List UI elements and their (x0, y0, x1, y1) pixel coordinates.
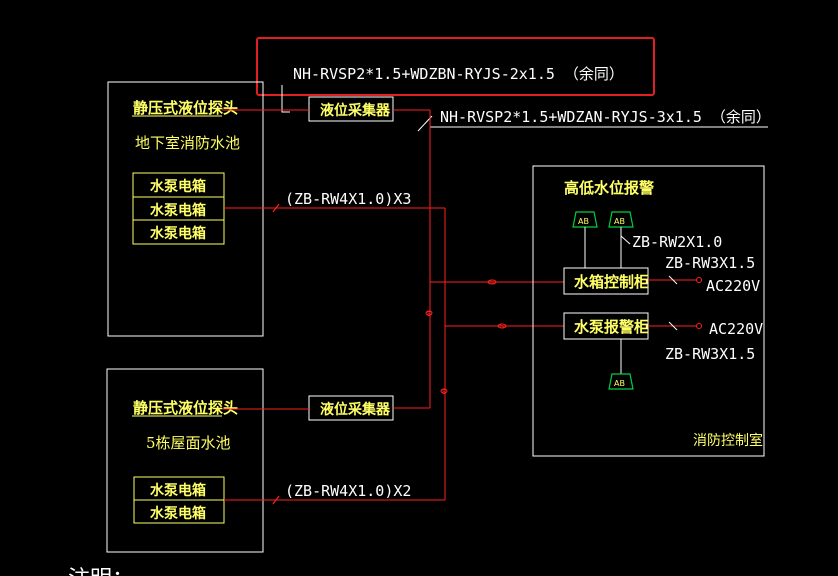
alarm-title: 高低水位报警 (564, 179, 654, 197)
roof-pump-2: 水泵电箱 (150, 505, 206, 522)
svg-text:AB: AB (614, 379, 625, 388)
collector-top-label: 液位采集器 (320, 102, 391, 119)
basement-pool-box (107, 81, 264, 337)
cable-label-main: NH-RVSP2*1.5+WDZAN-RYJS-3x1.5 （余同） (440, 108, 771, 126)
basement-pump-3: 水泵电箱 (150, 225, 206, 242)
alarm-icon-pump: AB (608, 373, 634, 390)
wire-dot-ring-2 (440, 388, 448, 394)
cable-label-pump-top: (ZB-RW4X1.0)X3 (285, 190, 411, 208)
tick-basement-pumps (272, 203, 280, 213)
wire-dot-4: S (500, 323, 504, 330)
leader-tank-power (668, 275, 678, 285)
leader-highlighted (281, 85, 290, 113)
tank-cabinet-label: 水箱控制柜 (574, 273, 649, 291)
roof-pool-name: 5栋屋面水池 (146, 434, 231, 452)
cable-label-ctrl-ac-top: AC220V (706, 277, 760, 295)
wire-dot-ring-3 (487, 279, 497, 285)
cable-label-ctrl-power-bottom: ZB-RW3X1.5 (665, 345, 755, 363)
cable-label-highlighted: NH-RVSP2*1.5+WDZBN-RYJS-2x1.5 （余同） (293, 65, 624, 83)
roof-probe-label: 静压式液位探头 (133, 399, 238, 417)
alarm-icon-high: AB (572, 211, 598, 228)
basement-pump-2: 水泵电箱 (150, 202, 206, 219)
cable-label-pump-bottom: (ZB-RW4X1.0)X2 (285, 482, 411, 500)
leader-small-cable (620, 235, 631, 245)
cable-label-ctrl-small: ZB-RW2X1.0 (632, 233, 722, 251)
control-room-box (532, 165, 765, 457)
terminal-tank-power (696, 277, 702, 283)
basement-pump-1: 水泵电箱 (150, 178, 206, 195)
tick-roof-pumps (272, 495, 280, 505)
notes-heading: 注明： (68, 567, 134, 576)
cable-label-ctrl-power-top: ZB-RW3X1.5 (665, 254, 755, 272)
roof-pool-box (106, 368, 264, 553)
leader-pump-power (668, 321, 678, 331)
wire-dot-ring-1 (425, 310, 433, 316)
collector-top-box (308, 96, 394, 122)
roof-pump-1: 水泵电箱 (150, 482, 206, 499)
svg-text:AB: AB (578, 217, 589, 226)
tank-cabinet-box (563, 267, 649, 295)
alarm-icon-low: AB (608, 211, 634, 228)
basement-pool-name: 地下室消防水池 (135, 134, 240, 152)
cable-label-ctrl-ac-bottom: AC220V (709, 320, 763, 338)
highlight-frame (256, 37, 655, 96)
wire-dot-3: S (490, 279, 494, 286)
terminal-pump-power (696, 323, 702, 329)
basement-probe-label: 静压式液位探头 (133, 99, 238, 117)
svg-text:AB: AB (614, 217, 625, 226)
wire-dot-ring-4 (497, 323, 507, 329)
pump-cabinet-label: 水泵报警柜 (574, 318, 649, 336)
control-room-name: 消防控制室 (693, 432, 763, 449)
collector-bottom-label: 液位采集器 (320, 401, 391, 418)
